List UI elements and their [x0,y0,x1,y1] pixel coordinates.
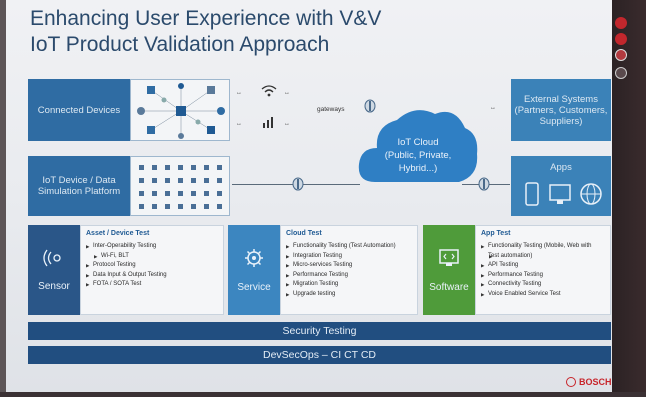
monitor-icon [549,184,571,201]
monitor-bezel [612,0,646,397]
list-item: Voice Enabled Service Test [481,290,605,300]
list-item: Functionality Testing (Mobile, Web with [481,242,605,252]
connector-icon [292,177,304,191]
list-item-continuation: Test automation) [481,252,605,262]
code-monitor-icon [439,248,459,266]
list-item: Functionality Testing (Test Automation) [286,242,412,252]
list-item: Performance Testing [286,271,412,281]
list-item: Upgrade testing [286,290,412,300]
devsecops-bar: DevSecOps – CI CT CD [28,346,611,364]
slide-title: Enhancing User Experience with V&V [30,7,382,30]
power-button-icon[interactable] [615,49,627,61]
connector-icon [478,177,490,191]
software-label: Software [429,281,469,293]
apps-label: Apps [550,162,572,173]
list-item: Wi-Fi, BLT [86,252,218,262]
arrow-left-right-icon: ↔ [236,90,242,96]
service-panel: Service Cloud Test Functionality Testing… [228,225,418,315]
arrow-left-right-icon: ↔ [490,105,496,111]
connected-devices-box: Connected Devices [28,79,130,141]
list-item: Protocol Testing [86,261,218,271]
iot-cloud-shape [358,110,478,182]
list-item: Inter-Operability Testing [86,242,218,252]
wifi-icon [261,85,277,97]
arrow-left-right-icon: ↔ [284,121,290,127]
projector-left-edge [0,0,6,397]
iot-cloud-label: IoT Cloud (Public, Private, Hybrid...) [384,137,452,174]
list-item: Migration Testing [286,280,412,290]
red-button-icon[interactable] [615,17,627,29]
security-testing-bar: Security Testing [28,322,611,340]
software-panel: Software App Test Functionality Testing … [423,225,611,315]
service-label: Service [237,281,271,293]
bottom-bezel [0,392,646,397]
list-item: Connectivity Testing [481,280,605,290]
sensor-icon [43,249,61,266]
signal-bars-icon [263,117,273,128]
list-item: Data Input & Output Testing [86,271,218,281]
settings-button-icon[interactable] [615,67,627,79]
panel-heading: Cloud Test [286,230,322,237]
apps-box: Apps [511,156,611,216]
list-item: FOTA / SOTA Test [86,280,218,290]
panel-heading: App Test [481,230,511,237]
bosch-logo: BOSCH [566,377,612,387]
device-grid-image [130,156,230,216]
external-systems-box: External Systems (Partners, Customers, S… [511,79,611,141]
list-item: Integration Testing [286,252,412,262]
red-button-icon[interactable] [615,33,627,45]
list-item: Micro-services Testing [286,261,412,271]
connected-devices-image [130,79,230,141]
phone-icon [525,182,539,206]
connected-devices-label: Connected Devices [37,104,121,116]
panel-heading: Asset / Device Test [86,230,150,237]
iot-device-simulation-box: IoT Device / Data Simulation Platform [28,156,130,216]
list-item: Performance Testing [481,271,605,281]
gear-icon [245,248,263,267]
arrow-left-right-icon: ↔ [236,121,242,127]
bosch-armature-icon [566,377,576,387]
gateways-label: gateways [317,106,345,113]
connector-icon [364,99,376,113]
slide-subtitle: IoT Product Validation Approach [30,33,330,56]
list-item: API Testing [481,261,605,271]
sensor-panel: Sensor Asset / Device Test Inter-Operabi… [28,225,224,315]
arrow-left-right-icon: ↔ [284,90,290,96]
sensor-label: Sensor [38,280,70,292]
